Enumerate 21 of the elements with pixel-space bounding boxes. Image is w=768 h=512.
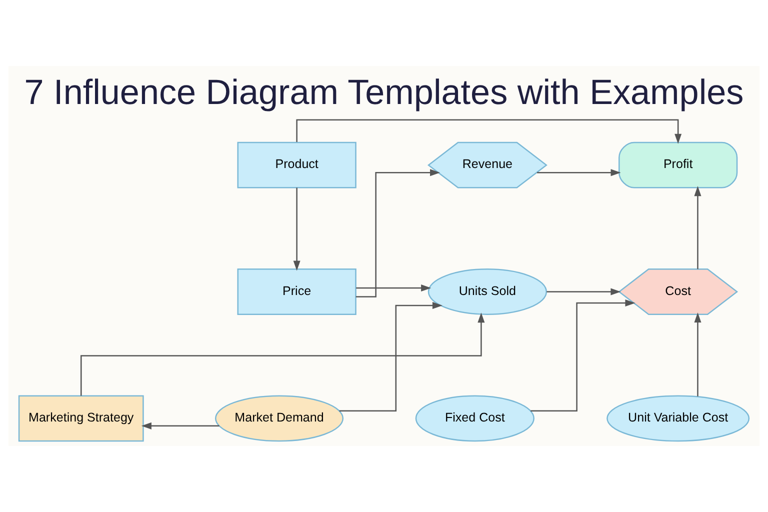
arrow xyxy=(356,284,432,292)
arrow xyxy=(296,119,682,144)
arrow xyxy=(537,169,621,176)
diagram-title: 7 Influence Diagram Templates with Examples xyxy=(24,73,744,112)
node-box: Price xyxy=(237,268,356,315)
node-box: Product xyxy=(237,142,356,188)
arrow xyxy=(694,186,702,270)
arrow xyxy=(293,188,300,271)
arrow xyxy=(546,288,621,296)
arrow xyxy=(694,312,702,396)
node-ellipse: Market Demand xyxy=(215,395,344,442)
node-ellipse: Fixed Cost xyxy=(415,395,534,442)
arrow xyxy=(339,302,443,412)
node-box: Marketing Strategy xyxy=(18,395,144,442)
node-ellipse: Units Sold xyxy=(428,268,548,315)
node-box: Profit xyxy=(618,142,738,188)
arrow xyxy=(80,312,485,396)
arrow xyxy=(356,169,440,298)
node-ellipse: Unit Variable Cost xyxy=(606,395,750,442)
arrow xyxy=(141,422,220,430)
arrow xyxy=(530,300,636,412)
